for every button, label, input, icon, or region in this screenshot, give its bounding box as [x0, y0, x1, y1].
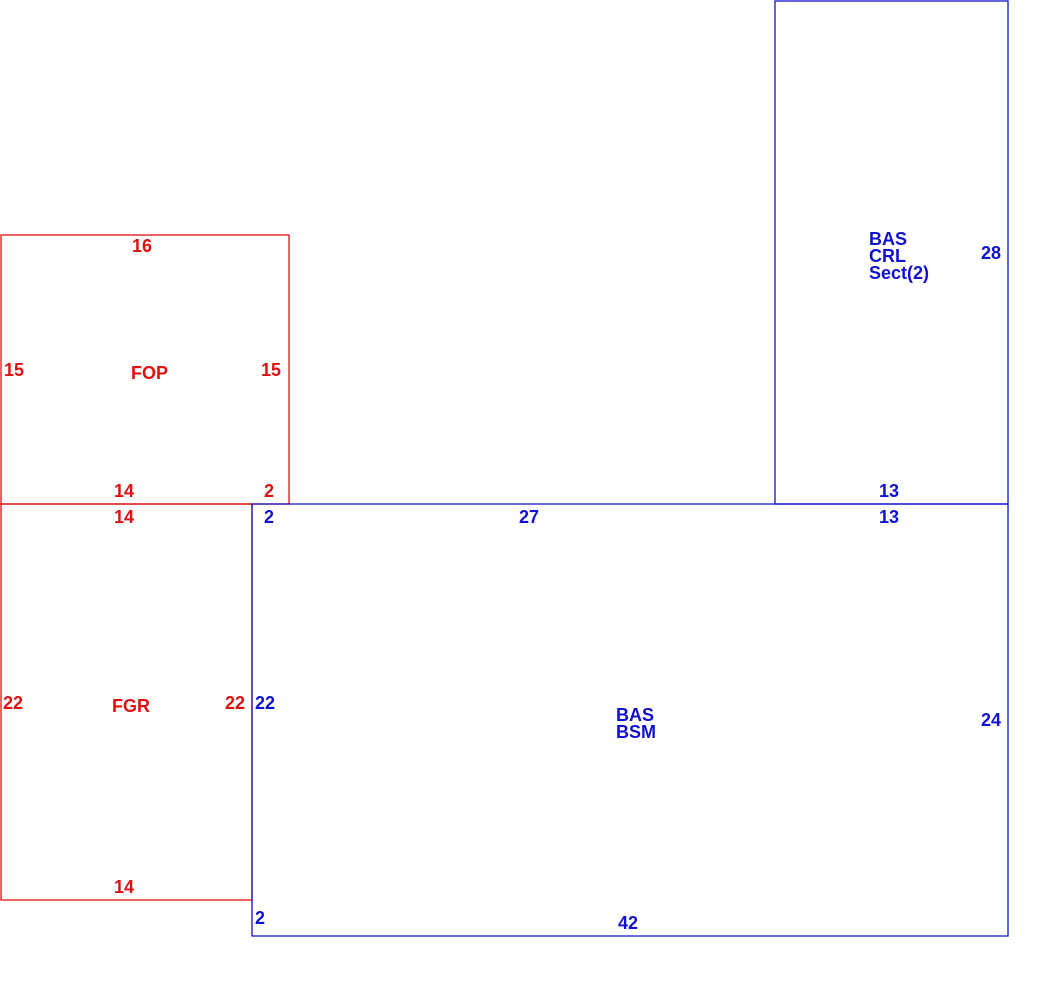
main-dim-top-right: 13 — [879, 507, 899, 527]
fgr-dim-right: 22 — [225, 693, 245, 713]
fop-dim-left: 15 — [4, 360, 24, 380]
fgr-area: FGR 14 22 22 14 — [0, 503, 253, 901]
main-dim-left: 22 — [255, 693, 275, 713]
fgr-dim-top: 14 — [114, 507, 134, 527]
fgr-dim-left: 22 — [3, 693, 23, 713]
fop-code-label: FOP — [131, 363, 168, 383]
main-dim-top: 27 — [519, 507, 539, 527]
main-dim-right: 24 — [981, 710, 1001, 730]
fop-dim-bottom: 14 — [114, 481, 134, 501]
fop-dim-step: 2 — [264, 481, 274, 501]
main-dim-bottom-step: 2 — [255, 908, 265, 928]
main-code-label-2: BSM — [616, 722, 656, 742]
crl-area: BAS CRL Sect(2) 28 13 — [774, 0, 1009, 505]
crl-dim-bottom: 13 — [879, 481, 899, 501]
crl-code-label-2: CRL — [869, 246, 906, 266]
main-dim-top-step: 2 — [264, 507, 274, 527]
fgr-code-label: FGR — [112, 696, 150, 716]
crl-code-label-3: Sect(2) — [869, 263, 929, 283]
main-dim-bottom: 42 — [618, 913, 638, 933]
fop-area: FOP 16 15 15 14 2 — [0, 234, 290, 505]
fgr-dim-bottom: 14 — [114, 877, 134, 897]
crl-dim-right: 28 — [981, 243, 1001, 263]
main-outline — [251, 503, 1009, 937]
main-code-label-1: BAS — [616, 705, 654, 725]
fop-dim-top: 16 — [132, 236, 152, 256]
crl-code-label-1: BAS — [869, 229, 907, 249]
main-area: BAS BSM 2 27 13 22 24 2 42 — [251, 503, 1009, 937]
fop-dim-right: 15 — [261, 360, 281, 380]
